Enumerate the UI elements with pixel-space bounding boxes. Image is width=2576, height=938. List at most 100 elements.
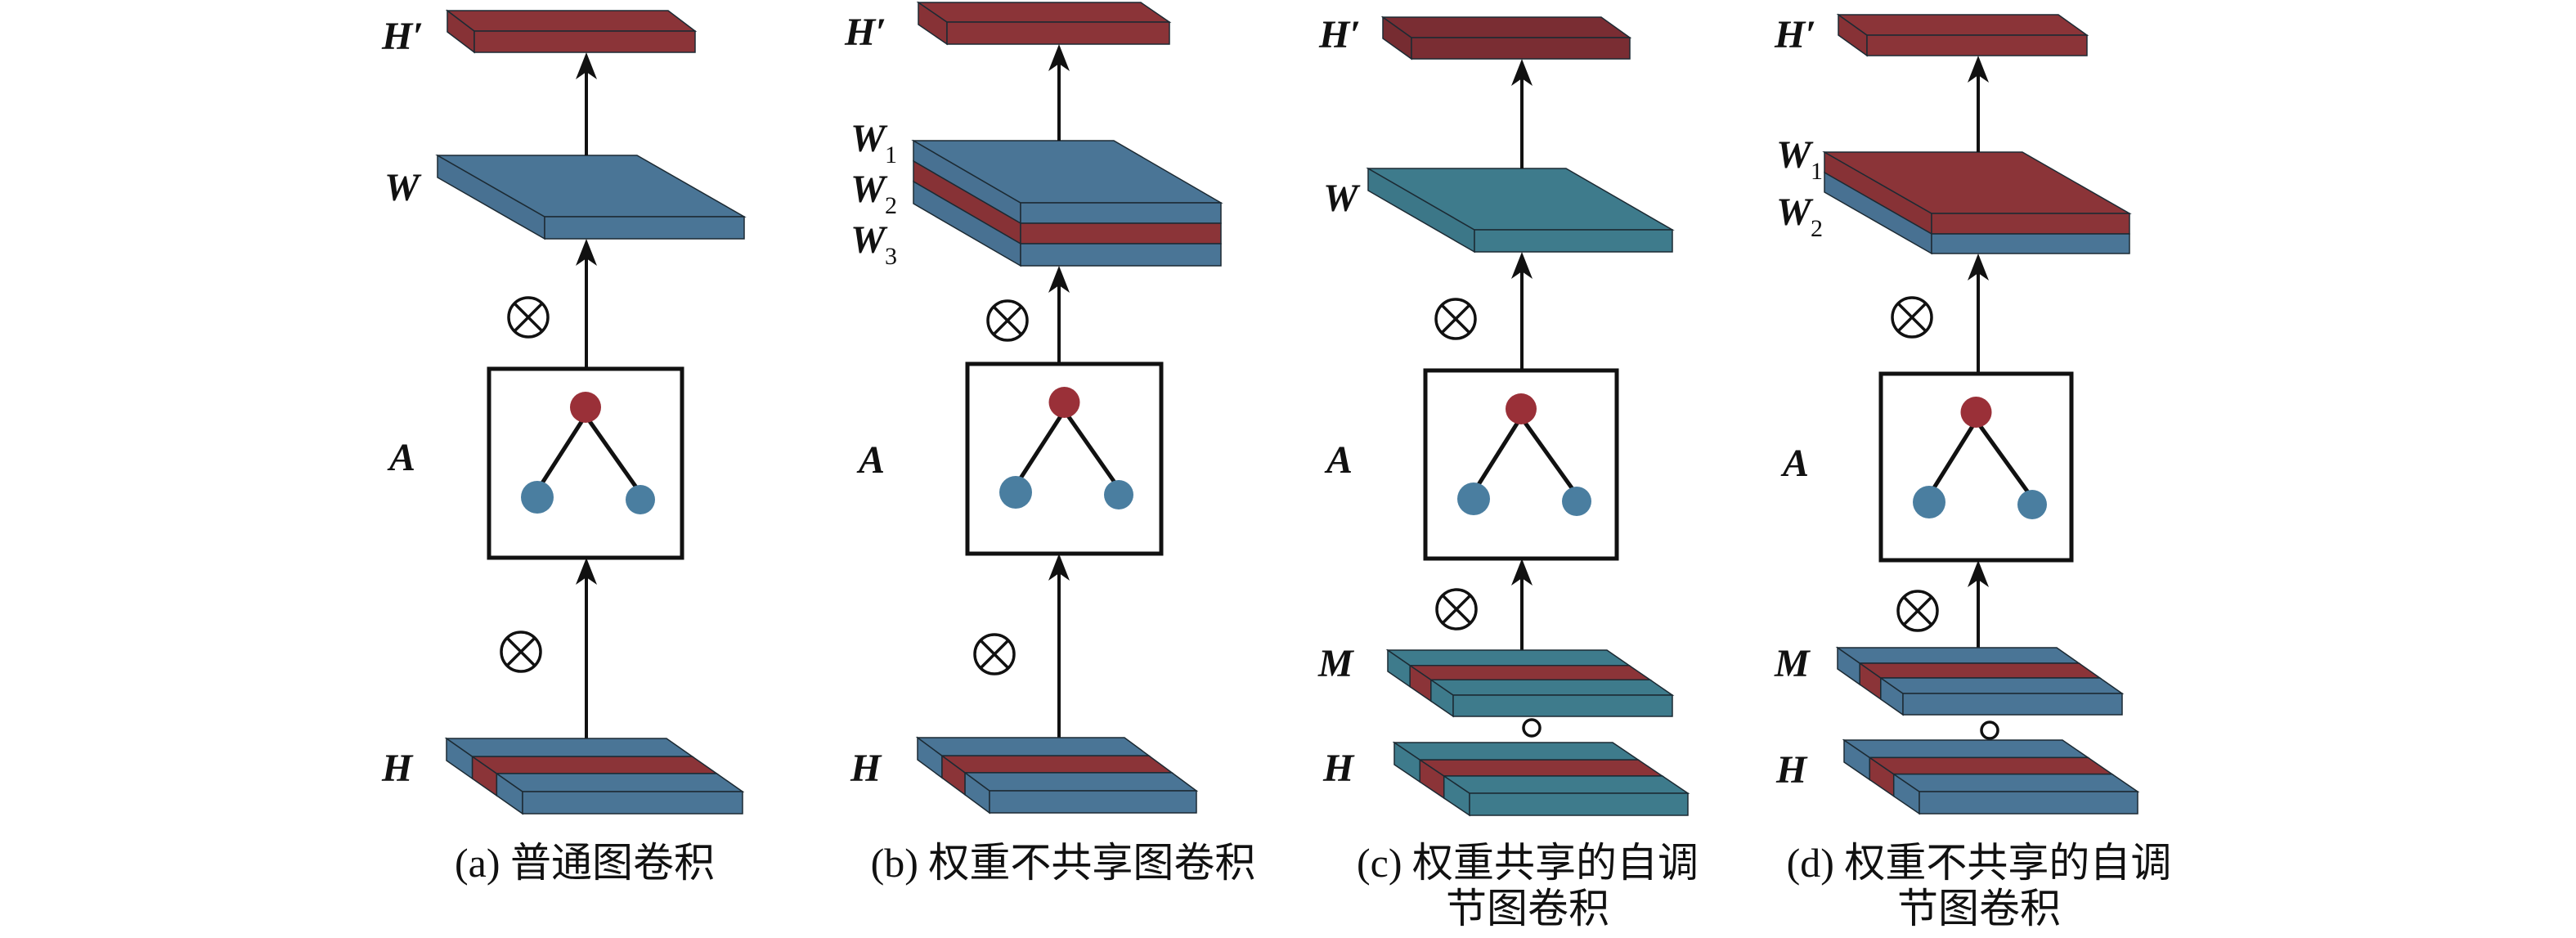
label-weight: W — [384, 166, 422, 209]
slab-top-band — [1442, 775, 1690, 794]
label-weight-subscript: 3 — [885, 243, 897, 270]
arrow-to-output — [1968, 56, 1989, 152]
graph-node-neighbor — [1562, 487, 1591, 516]
label-m: M — [1317, 642, 1355, 685]
slab-front-layer — [946, 21, 1170, 45]
arrow-head — [1968, 56, 1989, 83]
label-h-prime: H′ — [844, 11, 886, 54]
graph-node-neighbor — [999, 476, 1032, 509]
adjacency-graph — [1878, 371, 2074, 563]
graph-edge — [1471, 415, 1524, 494]
slab-top-band — [1835, 647, 2081, 664]
label-a: A — [387, 436, 415, 479]
slab-front — [1452, 694, 1673, 717]
slab-top-band — [915, 737, 1151, 756]
label-weight-main: W — [1776, 191, 1814, 234]
graph-node-center — [1048, 387, 1080, 418]
graph-node-neighbor — [521, 481, 554, 514]
label-a: A — [856, 438, 885, 482]
panel-caption: (d) 权重不共享的自调 — [1787, 840, 2172, 886]
graph-edge — [1013, 409, 1066, 487]
slab-stripe — [940, 755, 1174, 774]
arrow-head — [1048, 554, 1070, 581]
weight-slab — [1366, 167, 1675, 254]
input-feature-slab — [915, 736, 1199, 815]
graph-node-neighbor — [626, 485, 655, 514]
slab-front — [1919, 791, 2138, 815]
otimes-icon — [1434, 298, 1477, 340]
label-h-prime: H′ — [1774, 13, 1816, 56]
slab-stripe — [1407, 664, 1653, 681]
slab-stripe — [470, 756, 719, 774]
slab-front-layer — [1931, 233, 2130, 254]
arrow-head — [1511, 59, 1533, 86]
otimes-icon — [1896, 590, 1939, 632]
arrow-head — [1968, 254, 1989, 281]
label-m: M — [1774, 642, 1811, 685]
arrow-to-weight — [1048, 266, 1070, 364]
slab-stripe — [1417, 759, 1665, 777]
graph-node-center — [1506, 393, 1537, 424]
slab-front-layer — [473, 30, 696, 53]
output-feature-slab — [916, 1, 1172, 46]
graph-edge — [1974, 419, 2035, 500]
slab-front-layer — [1020, 222, 1222, 245]
panel-caption: (a) 普通图卷积 — [455, 840, 715, 886]
arrow-to-weight — [1511, 252, 1533, 370]
graph-edge — [1062, 409, 1121, 490]
slab-top-band — [1878, 677, 2125, 694]
slab-top-band — [1842, 739, 2090, 759]
arrow-to-adjacency — [1968, 560, 1989, 648]
slab-front-layer — [1866, 34, 2088, 56]
slab-top — [1380, 16, 1632, 38]
arrow-head — [576, 52, 597, 79]
adjacency-box — [1878, 371, 2074, 563]
arrow-to-output — [1048, 44, 1070, 141]
slab-front — [1902, 693, 2123, 716]
label-h: H — [381, 747, 414, 790]
label-h: H — [850, 747, 882, 790]
label-a: A — [1324, 438, 1353, 482]
otimes-icon — [500, 631, 542, 673]
otimes-icon — [1891, 296, 1933, 339]
slab-top-band — [494, 773, 745, 792]
otimes-icon — [507, 296, 550, 339]
panel-caption: (b) 权重不共享图卷积 — [871, 840, 1256, 886]
mask-slab — [1385, 649, 1675, 718]
weight-slab — [1822, 150, 2132, 255]
graph-edge — [535, 414, 588, 492]
graph-edge — [1519, 415, 1579, 496]
arrow-to-output — [1511, 59, 1533, 168]
arrow-head — [1511, 559, 1533, 586]
arrow-head — [1048, 44, 1070, 71]
slab-front-layer — [544, 216, 745, 240]
label-weight-subscript: 2 — [1811, 215, 1823, 242]
graph-edge — [583, 414, 643, 495]
slab-front — [989, 790, 1197, 814]
slab-front-layer — [1411, 37, 1631, 60]
label-h-prime: H′ — [1318, 13, 1361, 56]
label-weight-main: W — [850, 218, 888, 262]
output-feature-slab — [1836, 13, 2089, 57]
adjacency-graph — [487, 366, 684, 560]
slab-top-band — [1385, 649, 1631, 666]
arrow-head — [576, 239, 597, 266]
graph-node-neighbor — [2017, 490, 2047, 519]
slab-front-layer — [1020, 243, 1222, 267]
output-feature-slab — [445, 9, 698, 54]
weight-slab — [435, 154, 747, 240]
label-weight-main: W — [1776, 133, 1814, 177]
arrow-head — [576, 558, 597, 585]
slab-top — [916, 2, 1172, 23]
graph-node-center — [570, 392, 601, 423]
arrow-to-output — [576, 52, 597, 155]
label-h: H — [1322, 747, 1355, 790]
arrow-head — [1511, 252, 1533, 279]
label-h-prime: H′ — [381, 15, 424, 58]
